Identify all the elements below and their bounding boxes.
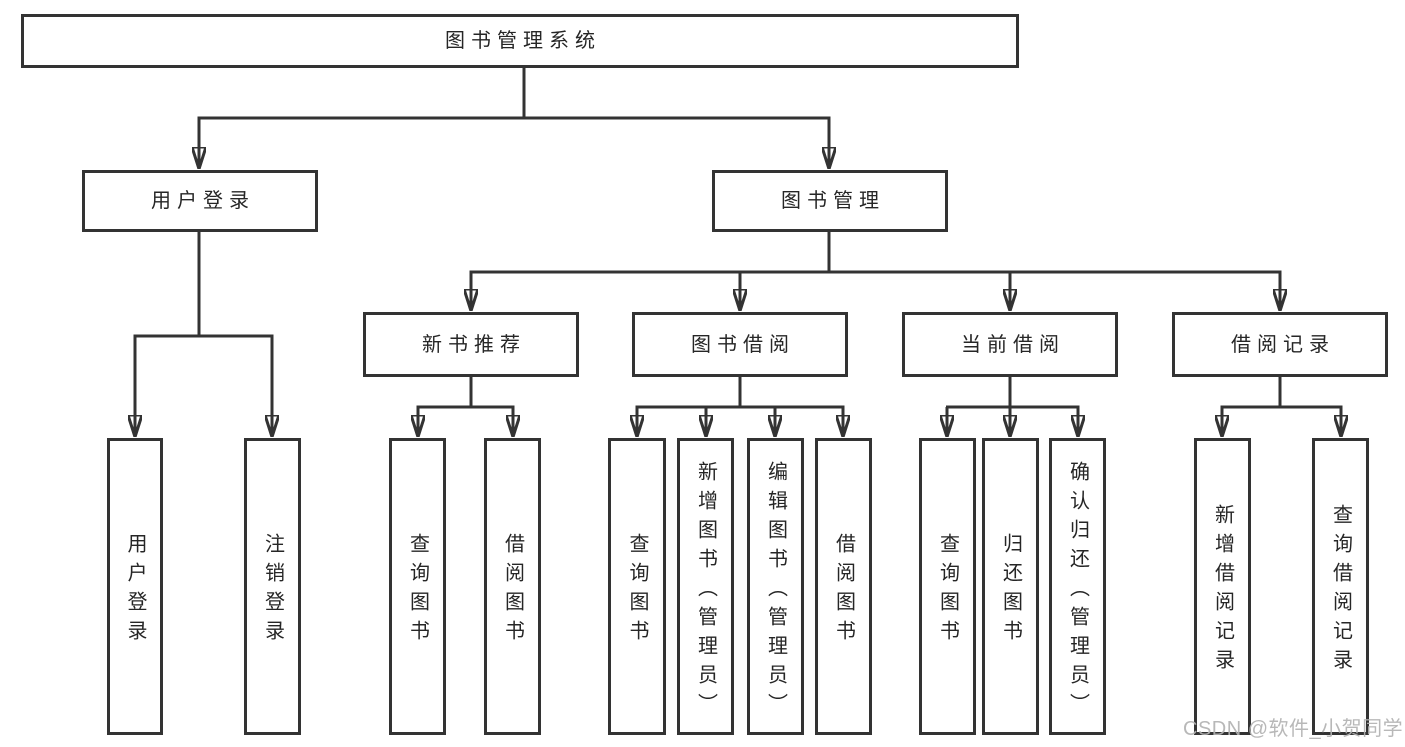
node-label: 图书管理 bbox=[781, 190, 885, 212]
node-label: 图书管理系统 bbox=[445, 30, 601, 52]
node-user-login-leaf: 用户登录 bbox=[107, 438, 163, 735]
node-edit-books-admin: 编辑图书（管理员） bbox=[747, 438, 804, 735]
node-label: 新书推荐 bbox=[422, 333, 526, 356]
node-label: 用户登录 bbox=[124, 533, 146, 649]
node-label: 确认归还（管理员） bbox=[1066, 460, 1089, 722]
node-book-management: 图书管理 bbox=[712, 170, 948, 232]
node-label: 查询图书 bbox=[936, 533, 959, 649]
node-label: 查询图书 bbox=[626, 533, 648, 649]
node-label: 编辑图书（管理员） bbox=[764, 460, 787, 722]
csdn-watermark: CSDN @软件_小贺同学 bbox=[1183, 718, 1404, 740]
node-user-login: 用户登录 bbox=[82, 170, 318, 232]
node-label: 用户登录 bbox=[151, 190, 255, 212]
node-add-borrow-record: 新增借阅记录 bbox=[1194, 438, 1251, 735]
node-borrow-books-borrowing: 借阅图书 bbox=[815, 438, 872, 735]
node-logout: 注销登录 bbox=[244, 438, 301, 735]
node-query-books-borrowing: 查询图书 bbox=[608, 438, 666, 735]
node-query-books-current: 查询图书 bbox=[919, 438, 976, 735]
node-current-borrowing: 当前借阅 bbox=[902, 312, 1118, 377]
node-label: 借阅记录 bbox=[1231, 333, 1335, 356]
node-label: 查询借阅记录 bbox=[1329, 504, 1352, 678]
node-return-books: 归还图书 bbox=[982, 438, 1039, 735]
node-confirm-return-admin: 确认归还（管理员） bbox=[1049, 438, 1106, 735]
node-label: 注销登录 bbox=[261, 533, 284, 649]
node-book-borrowing: 图书借阅 bbox=[632, 312, 848, 377]
node-label: 查询图书 bbox=[406, 533, 429, 649]
node-library-management-system: 图书管理系统 bbox=[21, 14, 1019, 68]
node-label: 新增图书（管理员） bbox=[694, 460, 717, 722]
node-add-books-admin: 新增图书（管理员） bbox=[677, 438, 734, 735]
node-label: 当前借阅 bbox=[961, 333, 1065, 356]
node-borrow-books-recommend: 借阅图书 bbox=[484, 438, 541, 735]
node-label: 借阅图书 bbox=[832, 533, 855, 649]
node-label: 归还图书 bbox=[999, 533, 1022, 649]
node-borrowing-records: 借阅记录 bbox=[1172, 312, 1388, 377]
node-label: 新增借阅记录 bbox=[1211, 504, 1234, 678]
node-label: 图书借阅 bbox=[691, 333, 795, 356]
node-label: 借阅图书 bbox=[501, 533, 524, 649]
node-new-book-recommendation: 新书推荐 bbox=[363, 312, 579, 377]
node-query-books-recommend: 查询图书 bbox=[389, 438, 446, 735]
node-query-borrow-record: 查询借阅记录 bbox=[1312, 438, 1369, 735]
